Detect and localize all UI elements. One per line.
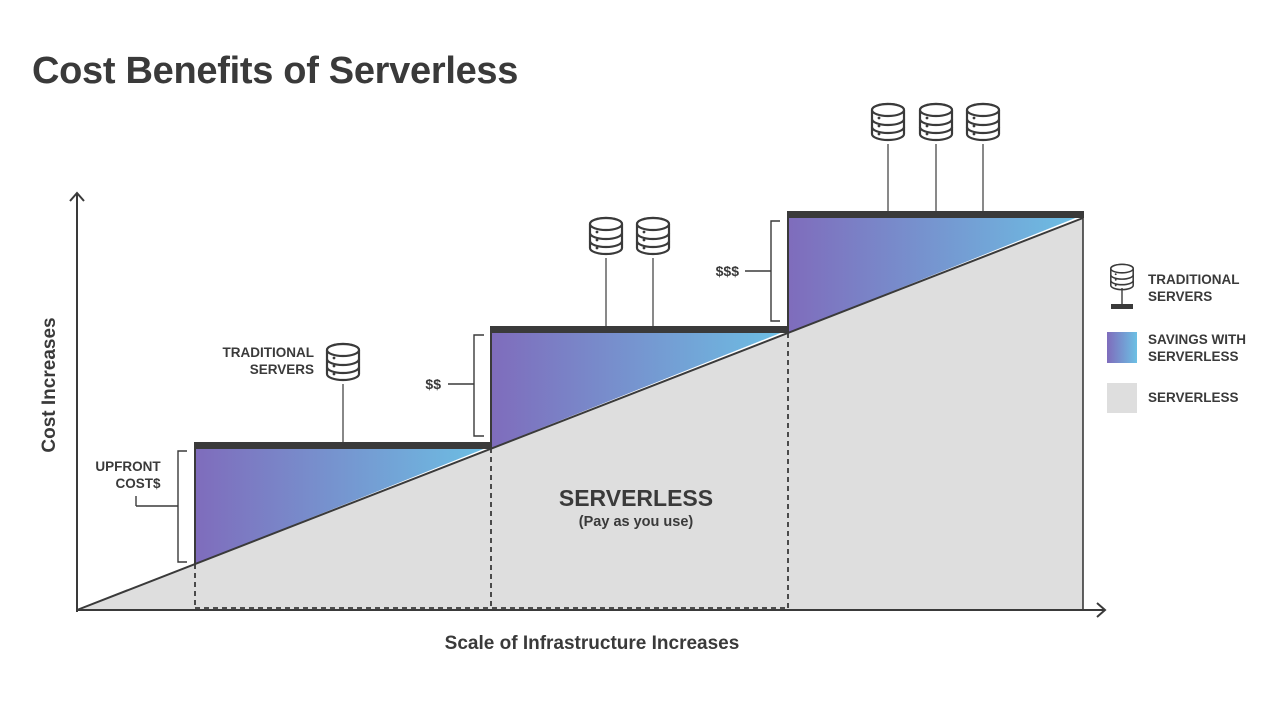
- step3-cost-label: $$$: [716, 263, 740, 279]
- page-title: Cost Benefits of Serverless: [32, 50, 519, 92]
- upfront-cost-bracket: [135, 450, 187, 563]
- step3-bar: [787, 211, 1084, 218]
- server-database-icon: [635, 216, 671, 256]
- upfront-cost-label-line1: UPFRONT: [95, 459, 161, 474]
- server-connector-lines: [342, 144, 984, 442]
- serverless-area-subtitle: (Pay as you use): [579, 514, 694, 530]
- legend-server-bar: [1111, 304, 1133, 309]
- step2-cost-label: $$: [425, 376, 441, 392]
- legend-savings-label-line1: SAVINGS WITH: [1148, 332, 1246, 347]
- upfront-cost-label-line2: COST$: [115, 476, 161, 491]
- x-axis: [76, 602, 1107, 618]
- x-axis-label: Scale of Infrastructure Increases: [445, 633, 740, 654]
- legend-serverless-label: SERVERLESS: [1148, 390, 1239, 405]
- legend-savings-swatch: [1107, 332, 1137, 363]
- legend-savings-label-line2: SERVERLESS: [1148, 349, 1239, 364]
- traditional-servers-label-line1: TRADITIONAL: [223, 345, 315, 360]
- step2-cost-bracket: [448, 334, 484, 437]
- server-database-icon: [325, 342, 361, 382]
- legend-serverless-swatch: [1107, 383, 1137, 413]
- server-database-icon: [965, 102, 1001, 142]
- legend: TRADITIONAL SERVERS SAVINGS WITH SERVERL…: [1107, 263, 1246, 413]
- step3-cost-bracket: [745, 220, 780, 322]
- step1-bar: [194, 442, 492, 449]
- y-axis: [69, 191, 85, 612]
- serverless-cost-line: [76, 217, 1084, 611]
- server-database-icon: [588, 216, 624, 256]
- legend-traditional-label-line1: TRADITIONAL: [1148, 272, 1240, 287]
- y-axis-label: Cost Increases: [39, 317, 60, 452]
- legend-traditional-label-line2: SERVERS: [1148, 289, 1212, 304]
- server-database-icon: [918, 102, 954, 142]
- traditional-servers-label-line2: SERVERS: [250, 362, 314, 377]
- serverless-area-title: SERVERLESS: [559, 485, 713, 511]
- legend-server-icon: [1110, 263, 1134, 291]
- server-database-icon: [870, 102, 906, 142]
- savings-area-step2: [491, 330, 788, 448]
- step2-bar: [490, 326, 789, 333]
- dashed-step-guides: [194, 333, 789, 609]
